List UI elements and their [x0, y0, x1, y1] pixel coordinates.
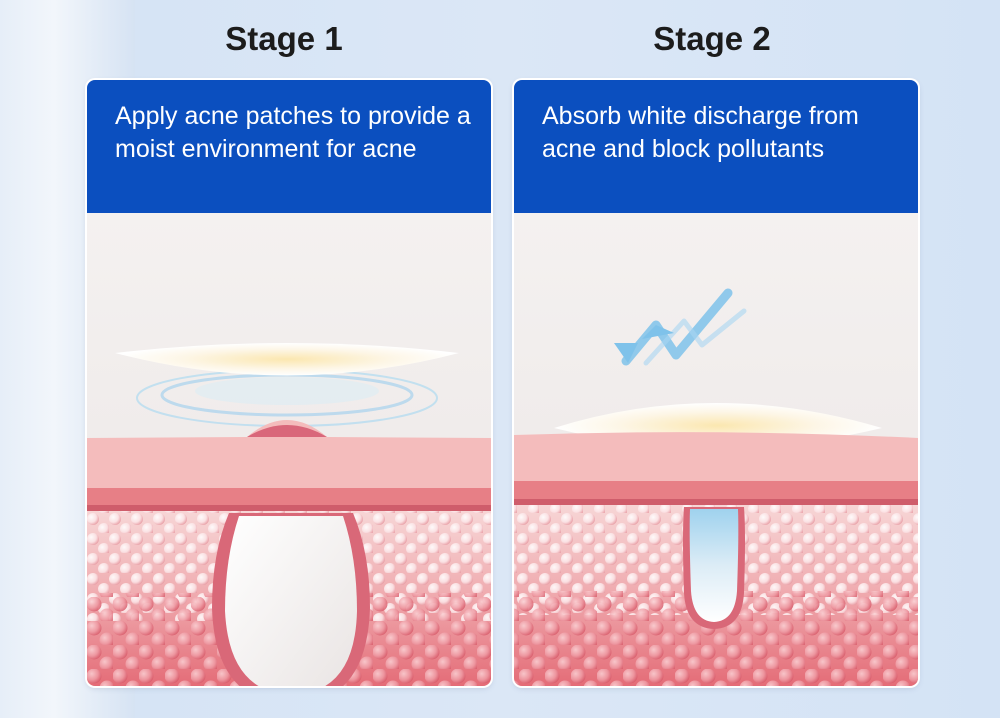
stage-2-description: Absorb white discharge from acne and blo…	[542, 102, 859, 163]
stage-2-header: Absorb white discharge from acne and blo…	[514, 80, 918, 213]
stage-2-panel: Absorb white discharge from acne and blo…	[514, 80, 918, 686]
stage-1-illustration	[87, 213, 491, 686]
stage-2-illustration	[514, 213, 918, 686]
stage-1-description: Apply acne patches to provide a moist en…	[115, 102, 471, 163]
stage-2-title: Stage 2	[653, 20, 771, 57]
stage-1-header: Apply acne patches to provide a moist en…	[87, 80, 491, 213]
stage-1-panel: Apply acne patches to provide a moist en…	[87, 80, 491, 686]
stage-1-title: Stage 1	[225, 20, 343, 57]
